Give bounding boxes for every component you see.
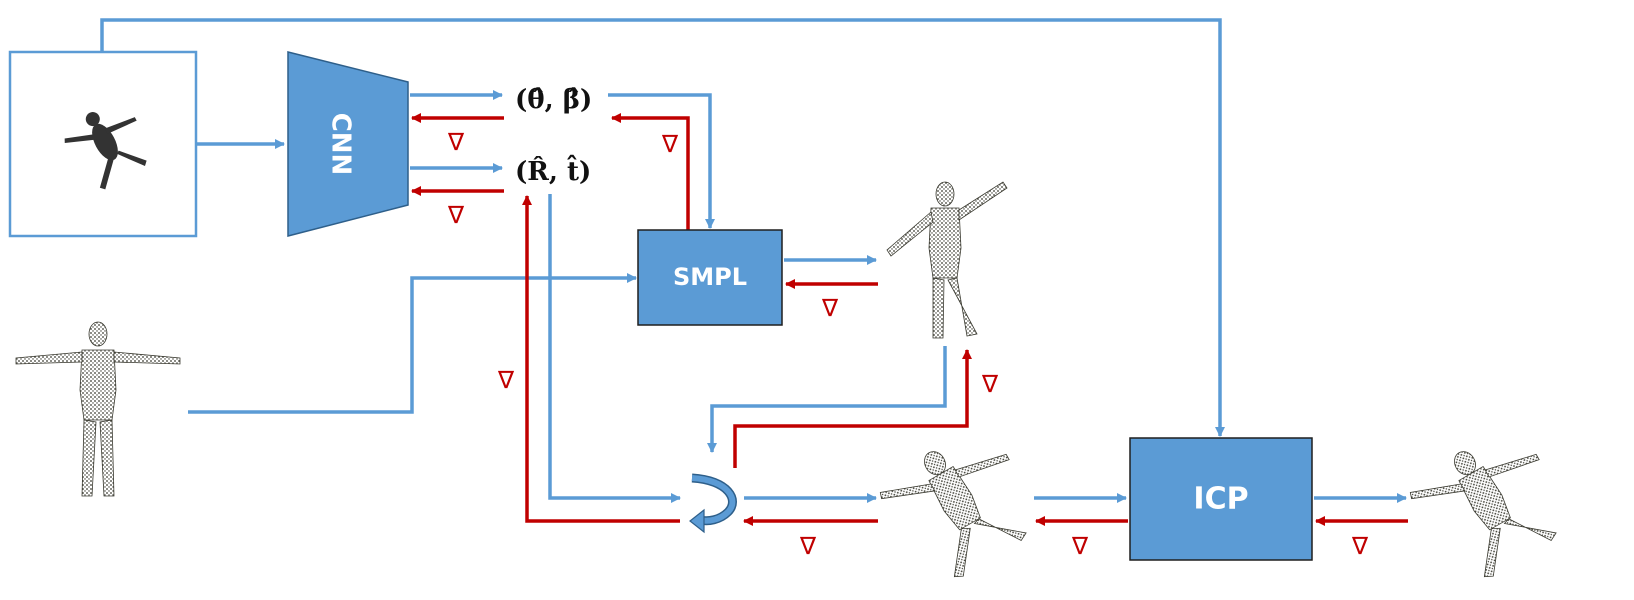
grad-symbol-cnn-2: ∇ (447, 201, 465, 229)
grad-symbol-icp-right: ∇ (1351, 532, 1369, 560)
grad-symbol-smpl-mesh: ∇ (821, 294, 839, 322)
template-mesh-icon (15, 321, 181, 497)
smpl-block (637, 229, 783, 326)
rt-to-rotation-arrow (548, 194, 681, 503)
template-to-smpl-arrow (188, 273, 637, 414)
input-to-icp-arrow (100, 18, 1225, 437)
grad-symbol-rt: ∇ (497, 366, 515, 394)
icp-block (1129, 437, 1313, 561)
rotation-grad-to-mesh-arrow (733, 349, 972, 468)
grad-symbol-icp-left: ∇ (1071, 532, 1089, 560)
grad-symbol-mesh-up: ∇ (981, 370, 999, 398)
smpl-grad-to-pose-arrow (611, 113, 690, 230)
input-silhouette-icon (64, 112, 147, 190)
rotation-grad-to-rt-arrow (522, 195, 680, 523)
transformed-mesh-icon (879, 451, 1027, 578)
smpl-output-mesh-icon (886, 181, 1008, 339)
grad-symbol-rotation-mesh: ∇ (799, 532, 817, 560)
pose-to-smpl-arrow (608, 93, 715, 229)
smpl-label: SMPL (673, 263, 747, 291)
mesh-to-rotation-arrow (707, 346, 947, 453)
rotation-translation-params: (R̂, t̂) (515, 154, 591, 187)
shape-pose-params: (θ̂, β̂) (515, 85, 592, 115)
cnn-block (287, 51, 409, 237)
grad-symbol-cnn-1: ∇ (447, 128, 465, 156)
cnn-label: CNN (326, 113, 356, 176)
icp-label: ICP (1193, 482, 1248, 517)
grad-symbol-smpl-up: ∇ (661, 130, 679, 158)
rotation-icon (689, 473, 737, 534)
target-mesh-icon (1409, 451, 1557, 578)
